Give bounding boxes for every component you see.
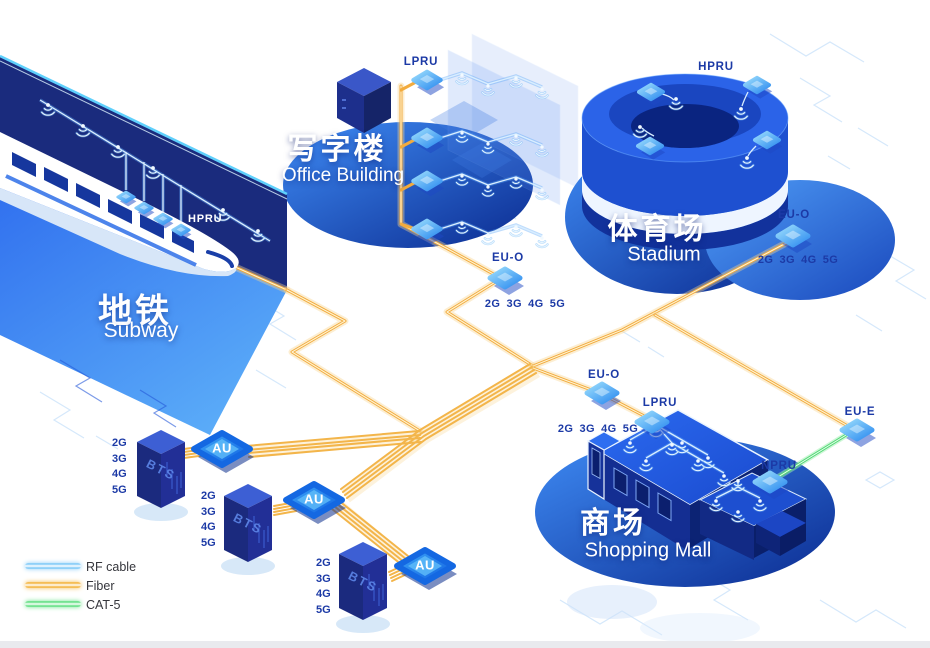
band-3g: 3G bbox=[201, 505, 216, 518]
eu-o-mid-bands: 2G 3G 4G 5G bbox=[484, 298, 566, 310]
office-building bbox=[283, 33, 579, 248]
subway-title-zh: 地铁 bbox=[98, 292, 172, 331]
band-5g: 5G bbox=[112, 483, 127, 496]
band-3g: 3G bbox=[316, 572, 331, 585]
mall-npru-label: NPRU bbox=[761, 460, 797, 472]
band-5g: 5G bbox=[201, 536, 216, 549]
office-lpru-label: LPRU bbox=[403, 56, 439, 68]
eu-o-lower-bands: 2G 3G 4G 5G bbox=[557, 423, 639, 435]
subway-hpru-label: HPRU bbox=[188, 213, 223, 225]
bottom-bar bbox=[0, 641, 930, 648]
office-title-zh: 写字楼 bbox=[287, 133, 387, 166]
stadium-title-zh: 体育场 bbox=[607, 213, 707, 246]
mall-title-zh: 商场 bbox=[580, 507, 646, 540]
legend-cat5-label: CAT-5 bbox=[86, 598, 121, 612]
bts3-bands: 2G 3G 4G 5G bbox=[316, 556, 331, 618]
bts2-bands: 2G 3G 4G 5G bbox=[201, 489, 216, 551]
eu-o-mid-unit bbox=[490, 269, 524, 295]
mall-lpru-label: LPRU bbox=[642, 397, 678, 409]
stadium-eu-o-bands: 2G 3G 4G 5G bbox=[757, 254, 839, 266]
legend-rf-cable-swatch bbox=[25, 563, 81, 569]
subway bbox=[0, 54, 291, 435]
eu-o-mid-label: EU-O bbox=[492, 252, 524, 264]
band-4g: 4G bbox=[201, 521, 216, 533]
eu-o-lower-unit bbox=[587, 384, 621, 410]
subway-title-en: Subway bbox=[103, 319, 179, 342]
office-antennas bbox=[439, 71, 549, 249]
au2-label: AU bbox=[304, 491, 324, 507]
eu-e-label: EU-E bbox=[844, 406, 876, 418]
bts1-bands: 2G 3G 4G 5G bbox=[112, 436, 127, 498]
bts-au-chain bbox=[134, 429, 457, 633]
band-4g: 4G bbox=[112, 468, 127, 480]
stadium bbox=[565, 73, 895, 300]
band-4g: 4G bbox=[316, 588, 331, 600]
legend-rf-cable-label: RF cable bbox=[86, 560, 137, 574]
stadium-eu-o-label: EU-O bbox=[778, 209, 810, 221]
stadium-title-en: Stadium bbox=[627, 243, 701, 266]
stadium-antennas bbox=[632, 91, 757, 170]
band-5g: 5G bbox=[316, 603, 331, 616]
legend-fiber-swatch bbox=[25, 582, 81, 588]
band-3g: 3G bbox=[112, 452, 127, 465]
eu-e-unit bbox=[842, 421, 876, 447]
legend-cat5-swatch bbox=[25, 601, 81, 607]
lpru-unit bbox=[414, 72, 445, 95]
legend-fiber-label: Fiber bbox=[86, 579, 115, 593]
au3-label: AU bbox=[415, 557, 435, 573]
cat5-cable bbox=[776, 429, 853, 480]
stadium-hpru-label: HPRU bbox=[698, 61, 734, 73]
band-2g: 2G bbox=[201, 490, 216, 502]
au1-label: AU bbox=[212, 440, 232, 456]
eu-o-lower-label: EU-O bbox=[588, 369, 620, 381]
band-2g: 2G bbox=[112, 437, 127, 449]
band-2g: 2G bbox=[316, 557, 331, 569]
mall-title-en: Shopping Mall bbox=[584, 539, 712, 562]
office-title-en: Office Building bbox=[281, 165, 405, 186]
